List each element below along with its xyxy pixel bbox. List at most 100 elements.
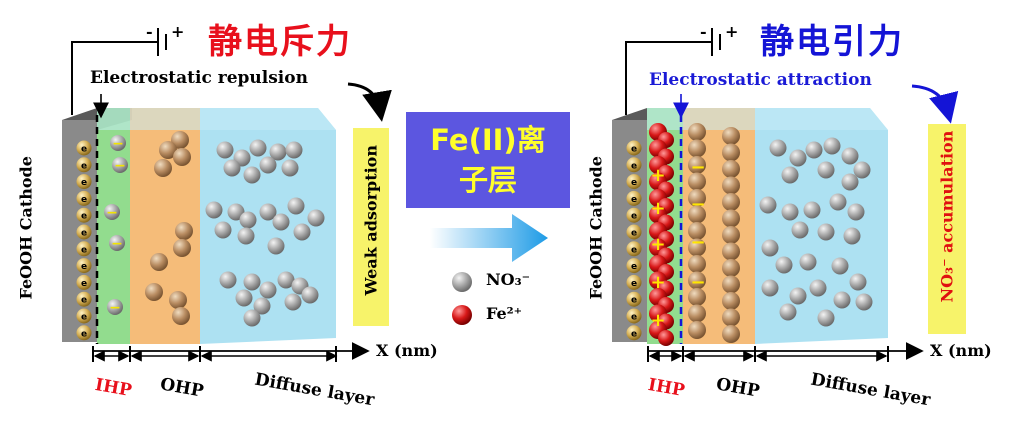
electron-symbol: e: [631, 178, 637, 188]
diffuse-nitrate-ball: [853, 161, 871, 179]
left-diffuse-top-face: [97, 108, 336, 130]
electron-symbol: e: [81, 313, 87, 323]
ohp-ball: [172, 307, 190, 325]
left-bracket-ticks: [92, 346, 337, 362]
diffuse-nitrate-ball: [243, 273, 261, 291]
ohp-ball: [722, 242, 740, 261]
ohp-ball: [688, 139, 706, 158]
electron-symbol: e: [81, 229, 87, 239]
ohp-ball: [688, 222, 706, 240]
diffuse-nitrate-ball: [847, 203, 865, 221]
diffuse-nitrate-ball: [249, 139, 267, 157]
electron-symbol: e: [631, 245, 637, 255]
ohp-ball: [175, 222, 193, 240]
electron-ball: [76, 291, 92, 307]
ihp-nitrate-ball: [104, 204, 120, 220]
electron-ball: [76, 325, 92, 341]
diffuse-nitrate-ball: [277, 271, 295, 289]
diffuse-nitrate-ball: [817, 161, 835, 179]
diffuse-nitrate-ball: [259, 156, 277, 174]
electron-symbol: e: [631, 195, 637, 205]
electron-symbol: e: [81, 195, 87, 205]
diffuse-nitrate-ball: [791, 221, 809, 239]
ohp-ball: [145, 283, 163, 301]
electron-ball: [76, 308, 92, 324]
left-battery-minus: -: [146, 22, 153, 41]
diffuse-nitrate-ball: [789, 287, 807, 305]
fe-ion-ball: [658, 330, 674, 346]
right-caption: Electrostatic attraction: [649, 70, 872, 90]
ohp-ball: [722, 226, 740, 244]
fe-charge: +: [650, 310, 665, 331]
ohp-ball: [722, 143, 740, 162]
diffuse-nitrate-ball: [759, 196, 777, 214]
nitrate-charge: −: [106, 205, 118, 221]
diffuse-nitrate-ball: [761, 239, 779, 257]
legend-iron-label: Fe²⁺: [486, 304, 523, 323]
electron-symbol: e: [631, 229, 637, 239]
fe-layer-line1: Fe(II)离: [430, 123, 546, 157]
ohp-ball: [722, 275, 740, 294]
electron-symbol: e: [81, 329, 87, 339]
ohp-ball: [722, 325, 740, 343]
ohp-charge: −: [690, 157, 705, 178]
right-title: 静电引力: [760, 22, 904, 62]
diffuse-nitrate-ball: [781, 166, 799, 184]
electron-ball: [626, 174, 642, 190]
nitrate-charge: −: [114, 158, 126, 174]
diffuse-nitrate-ball: [805, 141, 823, 159]
electron-symbol: e: [631, 161, 637, 171]
electron-symbol: e: [631, 279, 637, 289]
electron-symbol: e: [631, 296, 637, 306]
ohp-ball: [173, 148, 191, 166]
diffuse-nitrate-ball: [284, 293, 302, 311]
diffuse-nitrate-ball: [253, 297, 271, 315]
electron-ball: [626, 291, 642, 307]
right-cathode-label: FeOOH Cathode: [586, 156, 606, 300]
electron-ball: [76, 174, 92, 190]
left-curved-arrow: [347, 82, 392, 122]
electron-ball: [626, 325, 642, 341]
electron-ball: [626, 207, 642, 223]
electron-symbol: e: [81, 245, 87, 255]
diffuse-nitrate-ball: [235, 289, 253, 307]
right-curved-arrow: [911, 84, 959, 124]
diffuse-nitrate-ball: [267, 237, 285, 255]
ohp-ball: [688, 304, 706, 323]
electron-symbol: e: [81, 296, 87, 306]
electron-ball: [626, 224, 642, 240]
electron-symbol: e: [81, 212, 87, 222]
ohp-ball: [688, 156, 706, 174]
electron-ball: [626, 190, 642, 206]
diffuse-nitrate-ball: [243, 309, 261, 327]
left-caption: Electrostatic repulsion: [90, 68, 308, 88]
legend-nitrate-label: NO₃⁻: [486, 270, 531, 289]
diffuse-nitrate-ball: [281, 159, 299, 177]
ohp-ball: [688, 238, 706, 257]
ohp-ball: [150, 253, 168, 271]
ohp-ball: [722, 127, 740, 145]
right-bracket-ticks: [647, 346, 889, 362]
diffuse-nitrate-ball: [855, 293, 873, 311]
ohp-ball: [722, 193, 740, 211]
electron-ball: [76, 274, 92, 290]
diffuse-nitrate-ball: [259, 203, 277, 221]
electron-ball: [76, 258, 92, 274]
diffuse-nitrate-ball: [301, 286, 319, 304]
right-diffuse-top-face: [647, 108, 888, 130]
electron-symbol: e: [631, 212, 637, 222]
diffuse-nitrate-ball: [307, 209, 325, 227]
electron-ball: [626, 241, 642, 257]
diffuse-nitrate-ball: [841, 173, 859, 191]
diffuse-nitrate-ball: [272, 213, 290, 231]
ihp-nitrate-ball: [109, 235, 125, 251]
legend-nitrate-ball: [452, 272, 472, 292]
ohp-ball: [159, 141, 177, 159]
right-battery-plus: +: [725, 22, 739, 41]
left-title: 静电斥力: [208, 22, 352, 62]
ohp-ball: [688, 321, 706, 339]
nitrate-charge: −: [112, 136, 124, 152]
ohp-ball: [688, 123, 706, 141]
fe-charge: +: [650, 198, 665, 219]
